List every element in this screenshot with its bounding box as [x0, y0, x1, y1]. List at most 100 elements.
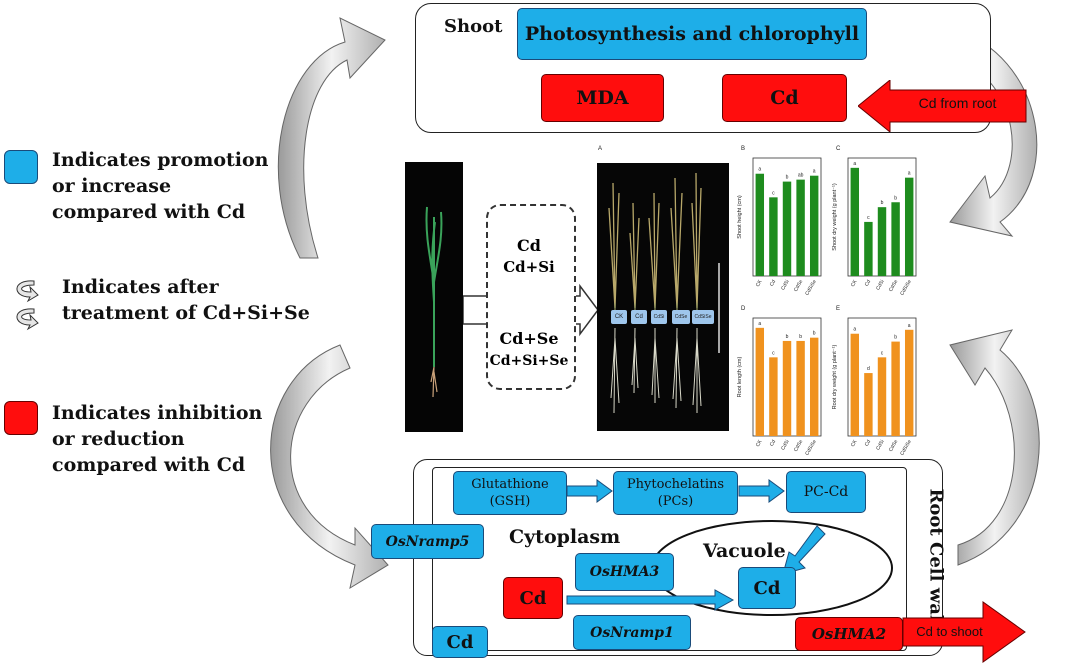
significance-letter: c — [881, 350, 884, 356]
legend-inhibition-swatch — [4, 401, 38, 435]
cd-from-root-label: Cd from root — [918, 95, 997, 111]
significance-letter: ab — [798, 173, 804, 179]
plant-tag: CdSiSe — [692, 310, 714, 324]
category-tick-label: CdSiSe — [804, 439, 818, 457]
curved-arrow-lower-right — [949, 329, 1040, 566]
panel-letter: D — [741, 306, 746, 312]
plant-tag: Cd — [631, 310, 647, 324]
cd-from-root-arrow — [858, 80, 1027, 132]
significance-letter: b — [786, 334, 789, 340]
legend-promotion-text: Indicates promotion or increase compared… — [52, 149, 269, 223]
significance-letter: a — [813, 169, 816, 175]
shoot-title: Shoot — [444, 16, 503, 37]
category-tick-label: CdSi — [875, 279, 886, 291]
pcs-box: Phytochelatins (PCs) — [613, 471, 738, 515]
category-tick-label: CdSi — [875, 439, 886, 451]
significance-letter: c — [772, 190, 775, 196]
significance-letter: a — [908, 171, 911, 177]
legend-curved-arrows-icon — [16, 280, 39, 331]
panel-letter: C — [836, 146, 841, 152]
pc-cd-box: PC-Cd — [786, 471, 866, 513]
bar — [891, 341, 900, 436]
y-axis-label: Shoot dry weight (g plant⁻¹) — [832, 183, 838, 251]
arrow-gsh-to-pcs — [566, 479, 613, 503]
panel-letter: E — [836, 306, 840, 312]
arrow-pcs-to-pc-cd — [738, 479, 785, 503]
bar — [796, 340, 805, 436]
bar — [809, 175, 819, 276]
significance-letter: b — [894, 195, 897, 201]
bar — [850, 167, 860, 276]
significance-letter: b — [786, 175, 789, 181]
bar — [904, 329, 914, 436]
plant-tag: CK — [611, 310, 627, 324]
oshma2-box: OsHMA2 — [795, 617, 903, 651]
osnramp1-box: OsNramp1 — [573, 615, 691, 650]
cell-wall-cd-box: Cd — [432, 626, 488, 658]
category-tick-label: CK — [755, 438, 764, 448]
significance-letter: a — [758, 167, 761, 173]
bar — [904, 177, 914, 276]
seedling-photo — [405, 162, 463, 432]
significance-letter: a — [853, 327, 856, 333]
osnramp5-box: OsNramp5 — [371, 524, 484, 559]
curved-arrow-lower-left — [270, 344, 389, 590]
legend-promotion-swatch — [4, 150, 38, 184]
legend-inhibition-text: Indicates inhibition or reduction compar… — [52, 402, 263, 476]
y-axis-label: Root length (cm) — [737, 357, 743, 398]
treatment-cd: Cd — [517, 236, 541, 255]
panel-a-letter: A — [598, 146, 603, 152]
mda-box: MDA — [541, 74, 664, 122]
treatment-cd-se: Cd+Se — [499, 329, 559, 348]
significance-letter: d — [867, 366, 870, 372]
photosynthesis-box: Photosynthesis and chlorophyll — [517, 8, 867, 60]
shoot-cd-box: Cd — [722, 74, 847, 122]
significance-letter: b — [881, 200, 884, 206]
oshma3-box: OsHMA3 — [575, 553, 674, 591]
category-tick-label: CdSiSe — [804, 279, 818, 297]
category-tick-label: CdSi — [780, 279, 791, 291]
cytoplasm-cd-box: Cd — [503, 577, 563, 619]
bar — [891, 202, 900, 276]
bar — [850, 333, 860, 436]
legend-after-treatment-text: Indicates after treatment of Cd+Si+Se — [62, 276, 310, 324]
y-axis-label: Shoot height (cm) — [737, 195, 743, 239]
treatment-cd-si: Cd+Si — [503, 258, 555, 276]
bar — [877, 357, 887, 436]
bar — [809, 337, 819, 436]
category-tick-label: CdSiSe — [899, 279, 913, 297]
curved-arrow-upper-left — [277, 17, 386, 259]
category-tick-label: CdSi — [780, 439, 791, 451]
plant-tags: CK Cd CdSi CdSe CdSiSe — [608, 307, 728, 327]
category-tick-label: CK — [850, 438, 859, 448]
panel-letter: B — [741, 146, 745, 152]
category-tick-label: CdSe — [888, 439, 900, 453]
category-tick-label: CdSiSe — [899, 439, 913, 457]
category-tick-label: CdSe — [793, 439, 805, 453]
root-inner-box — [432, 467, 907, 651]
significance-letter: b — [813, 331, 816, 337]
bar — [782, 340, 792, 436]
plant-tag: CdSe — [672, 310, 690, 324]
significance-letter: a — [853, 161, 856, 167]
treatment-cd-si-se: Cd+Si+Se — [489, 353, 569, 369]
bar — [769, 357, 778, 436]
bar — [796, 179, 805, 276]
plant-tag: CdSi — [651, 310, 667, 324]
vacuole-label: Vacuole — [703, 540, 786, 562]
category-tick-label: CdSe — [888, 279, 900, 293]
significance-letter: b — [799, 334, 802, 340]
bar — [755, 173, 765, 276]
bar — [782, 181, 792, 276]
category-tick-label: CdSe — [793, 279, 805, 293]
bar — [755, 327, 765, 436]
cd-to-shoot-arrow — [902, 601, 1026, 663]
bar — [864, 221, 873, 276]
significance-letter: b — [894, 335, 897, 341]
category-tick-label: CK — [755, 278, 764, 288]
treatment-box — [486, 204, 576, 390]
